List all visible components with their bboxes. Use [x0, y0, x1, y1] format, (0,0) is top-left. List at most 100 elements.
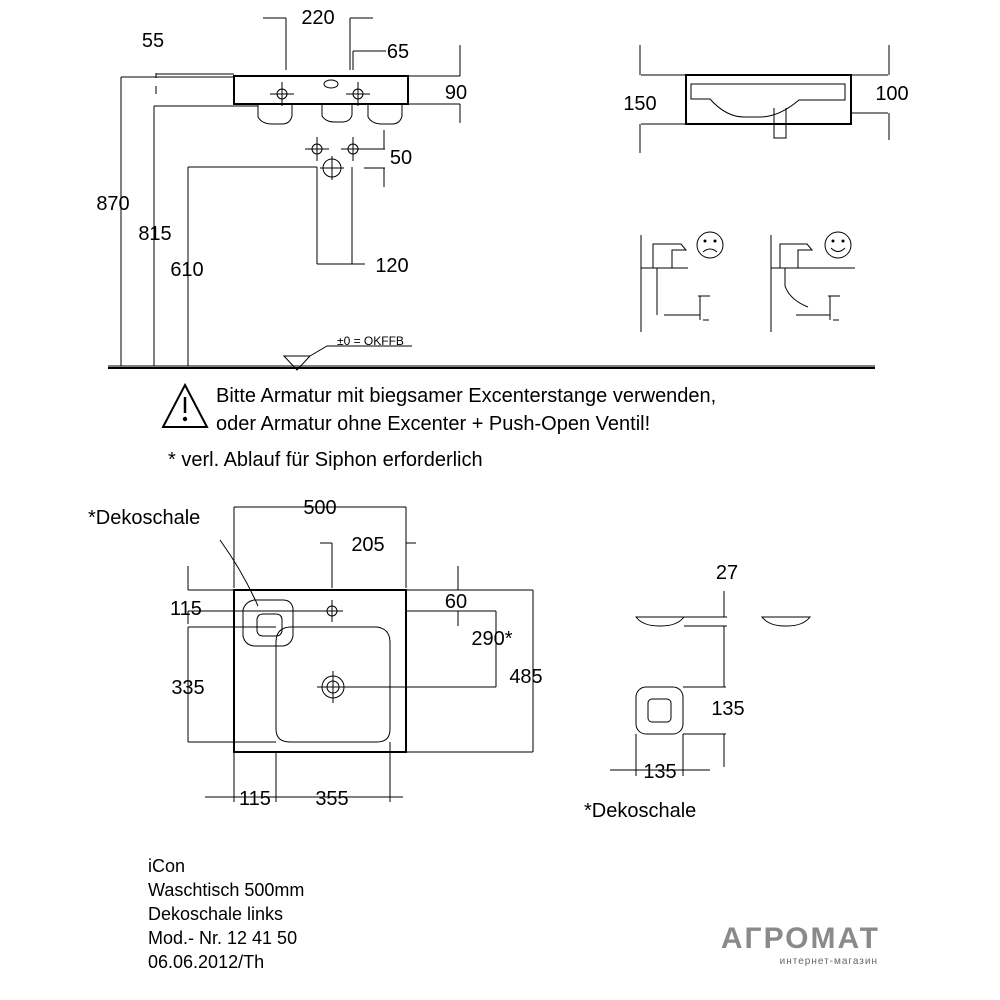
dim-135-horizontal: 135: [643, 761, 676, 783]
dim-100: 100: [875, 83, 908, 105]
dekoschale-side-left: [634, 616, 686, 627]
dim-135-horizontal-lines: [610, 734, 710, 776]
sad-face-icon: [696, 231, 724, 259]
dim-870: 870: [96, 193, 129, 215]
dekoschale-square-inner: [647, 698, 672, 723]
basin-bowl-plan: [275, 626, 391, 743]
installation-comparison: [640, 231, 855, 332]
basin-middle-foot: [321, 104, 353, 123]
plan-drain-crosshair: [317, 671, 349, 703]
dim-135-vertical-lines: [683, 650, 726, 767]
dim-60: 60: [445, 591, 467, 613]
model-metadata: iCon Waschtisch 500mm Dekoschale links M…: [148, 854, 304, 974]
dim-90-lines: [408, 45, 461, 123]
bottom-dim-lines: [205, 742, 403, 802]
warning-exclamation-dot: [182, 416, 188, 422]
dim-27-lines: [684, 591, 727, 650]
warning-icon-svg: [161, 382, 209, 428]
front-crosshairs-top: [270, 82, 370, 106]
tap-hole-ellipse: [323, 79, 339, 89]
right-bent-pipe: [784, 268, 809, 308]
section-bowl-inner: [690, 83, 846, 118]
dim-500: 500: [303, 497, 336, 519]
basin-top-profile: [233, 75, 409, 105]
meta-line-2: Waschtisch 500mm: [148, 880, 305, 900]
dekoschale-inner: [256, 613, 283, 637]
installation-note-line-1: Bitte Armatur mit biegsamer Excenterstan…: [216, 385, 717, 407]
left-drain-assembly: [664, 295, 710, 321]
installation-note-line-2: oder Armatur ohne Excenter + Push-Open V…: [216, 413, 651, 435]
meta-line-4: Mod.- Nr. 12 41 50: [148, 928, 298, 948]
dekoschale-plan: [242, 599, 294, 647]
section-outline: [685, 74, 852, 125]
basin-plan-outline: [233, 589, 407, 753]
happy-face-eye-left: [831, 239, 835, 243]
dim-135-vertical: 135: [711, 698, 744, 720]
sad-face-eye-left: [703, 239, 707, 243]
happy-face-eye-right: [841, 239, 845, 243]
dim-150-lines: [639, 45, 686, 153]
meta-line-1: iCon: [148, 856, 186, 876]
happy-face-icon: [824, 231, 852, 259]
dekoschale-detail: 27 135 135 *Dekoschale: [584, 562, 812, 822]
dim-115-bottom: 115: [239, 788, 271, 810]
dim-100-lines: [851, 45, 890, 140]
plan-view: 500 205 115 60 290* 485 335 115 355 *Dek…: [88, 497, 543, 810]
dim-220: 220: [301, 7, 334, 29]
dim-335: 335: [171, 677, 204, 699]
dim-610: 610: [170, 259, 203, 281]
warning-triangle-shape: [161, 382, 209, 428]
meta-line-5: 06.06.2012/Th: [148, 952, 265, 972]
dekoschale-leader-top: [219, 539, 259, 607]
dim-290-lines: [349, 610, 497, 688]
dim-815: 815: [138, 223, 171, 245]
level-reference-label: ±0 = OKFFB: [337, 334, 404, 348]
dim-485-lines: [406, 589, 534, 753]
dim-485: 485: [509, 666, 542, 688]
dim-220-extenders: [285, 18, 351, 70]
dekoschale-square-outer: [635, 686, 684, 735]
right-drain-assembly: [796, 295, 840, 321]
dekoschale-label-bottom: *Dekoschale: [584, 800, 696, 822]
dim-355: 355: [315, 788, 348, 810]
basin-right-foot: [367, 104, 403, 125]
basin-left-foot: [257, 104, 293, 125]
dim-205: 205: [351, 534, 384, 556]
dim-205-lines: [320, 542, 416, 588]
dim-115-top: 115: [170, 598, 202, 620]
dim-27: 27: [716, 562, 738, 584]
dim-115-top-lines: [187, 566, 332, 624]
dim-65-line: [352, 50, 386, 70]
left-mixer-body: [652, 243, 688, 269]
sad-face-eye-right: [713, 239, 717, 243]
dim-90: 90: [445, 82, 467, 104]
dim-65: 65: [387, 41, 409, 63]
happy-face-mouth: [830, 247, 846, 252]
dim-55: 55: [142, 30, 164, 52]
dim-335-lines: [187, 626, 276, 743]
front-crosshairs-bottom: [305, 137, 365, 180]
level-marker: [282, 355, 312, 371]
front-elevation: 55 220 65 90 50 870 815 610 120 ±0 = OKF…: [96, 7, 875, 371]
dim-50: 50: [390, 147, 412, 169]
section-drain: [773, 108, 787, 139]
left-vertical-dims: [120, 77, 189, 366]
level-marker-leader: [309, 345, 412, 357]
sad-face-mouth: [702, 248, 718, 253]
right-mixer-body: [779, 243, 814, 269]
dim-120: 120: [375, 255, 408, 277]
dim-290: 290*: [471, 628, 512, 650]
side-section: 150 100: [623, 45, 909, 153]
siphon-note: * verl. Ablauf für Siphon erforderlich: [168, 449, 483, 471]
installation-notes: Bitte Armatur mit biegsamer Excenterstan…: [216, 382, 716, 438]
dim-150: 150: [623, 93, 656, 115]
brand-watermark: АГРОМАТ: [720, 922, 880, 955]
left-dim-extenders: [121, 76, 317, 168]
dekoschale-label-top: *Dekoschale: [88, 507, 200, 529]
dim-50-lines: [364, 130, 385, 187]
brand-watermark-subtitle: интернет-магазин: [779, 956, 878, 967]
meta-line-3: Dekoschale links: [148, 904, 284, 924]
dekoschale-side-right: [760, 616, 812, 627]
